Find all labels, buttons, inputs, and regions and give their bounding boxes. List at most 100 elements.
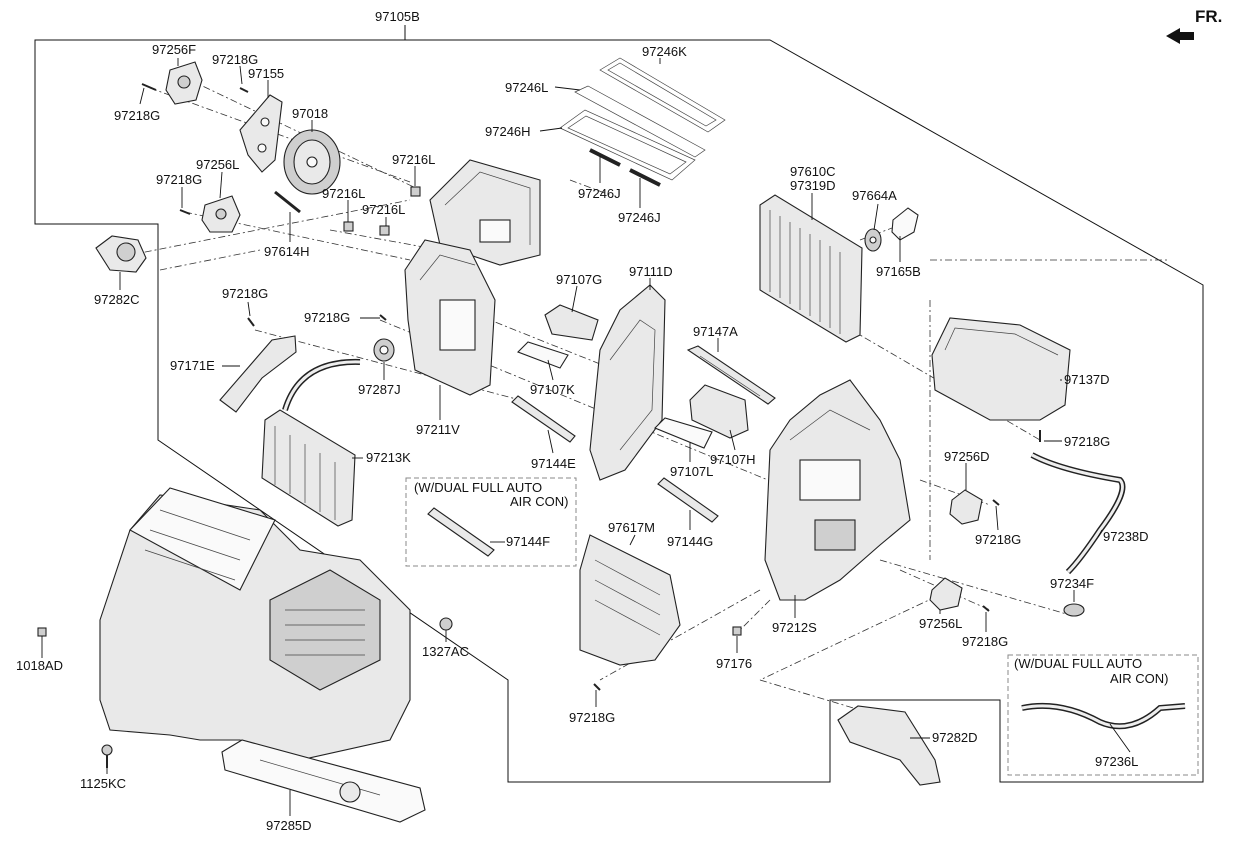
- bracket-97155: [239, 94, 283, 173]
- label-97165B: 97165B: [876, 264, 921, 279]
- label-97171E: 97171E: [170, 358, 215, 373]
- label-97287J: 97287J: [358, 382, 401, 397]
- door-97144G: [657, 477, 719, 523]
- label-97218G-d: 97218G: [222, 286, 268, 301]
- door-97107L: [654, 417, 713, 449]
- case-97212S: [764, 379, 911, 601]
- screw-97218G-c: [179, 209, 191, 215]
- filter-frame-97246H: [559, 109, 696, 181]
- label-97218G-f: 97218G: [1064, 434, 1110, 449]
- label-1125KC: 1125KC: [80, 776, 126, 791]
- label-97238D: 97238D: [1103, 529, 1149, 544]
- label-97211V: 97211V: [416, 422, 460, 437]
- rod-97614H: [274, 190, 301, 214]
- label-97256L-b: 97256L: [919, 616, 962, 631]
- label-97319D: 97319D: [790, 178, 836, 193]
- label-97246L: 97246L: [505, 80, 548, 95]
- screw-97218G-e: [379, 314, 387, 321]
- label-97236L: 97236L: [1095, 754, 1138, 769]
- nut-1327AC: [439, 617, 453, 631]
- filter-frame-97246K: [599, 57, 726, 133]
- label-97137D: 97137D: [1064, 372, 1110, 387]
- bracket-97171E: [219, 335, 297, 413]
- label-1327AC: 1327AC: [422, 644, 469, 659]
- note-dual-auto-1-line1: (W/DUAL FULL AUTO: [414, 480, 542, 495]
- actuator-97256L-b: [929, 577, 963, 611]
- duct-97617M: [579, 534, 681, 666]
- filter-tab-97246J-a: [589, 148, 621, 167]
- label-97246J-b: 97246J: [618, 210, 661, 225]
- screw-97218G-a: [141, 83, 157, 91]
- label-97111D: 97111D: [629, 264, 673, 279]
- door-97144E: [511, 395, 576, 443]
- orientation-label: FR.: [1195, 7, 1222, 26]
- door-97147A: [686, 345, 776, 405]
- door-97107G: [544, 304, 599, 341]
- nut-97216L-a: [410, 186, 421, 197]
- label-97144E: 97144E: [531, 456, 576, 471]
- label-97218G-h: 97218G: [962, 634, 1008, 649]
- label-97107H: 97107H: [710, 452, 756, 467]
- clip-97176: [732, 626, 742, 636]
- cover-97285D: [221, 739, 426, 823]
- door-97107K: [517, 341, 569, 369]
- hose-97236L: [1021, 702, 1186, 730]
- label-97256F: 97256F: [152, 42, 196, 57]
- label-97107K: 97107K: [530, 382, 575, 397]
- actuator-97256F: [165, 61, 203, 105]
- label-1018AD: 1018AD: [16, 658, 63, 673]
- screw-97218G-g: [992, 499, 1000, 506]
- label-97218G-g: 97218G: [975, 532, 1021, 547]
- actuator-97256D: [949, 489, 983, 525]
- label-97216L-b: 97216L: [322, 186, 365, 201]
- filter-frame-97246L: [574, 85, 706, 158]
- label-97218G-i: 97218G: [569, 710, 615, 725]
- case-97211V: [404, 239, 496, 396]
- door-97144F: [427, 507, 495, 557]
- dual-auto-option-box-1: [405, 477, 577, 567]
- label-97147A: 97147A: [693, 324, 738, 339]
- screw-97218G-d: [247, 317, 255, 327]
- note-dual-auto-2-line1: (W/DUAL FULL AUTO: [1014, 656, 1142, 671]
- label-97285D: 97285D: [266, 818, 312, 833]
- front-direction-arrow-icon: [1166, 28, 1194, 44]
- label-97218G-e: 97218G: [304, 310, 350, 325]
- label-97216L-c: 97216L: [362, 202, 405, 217]
- label-97664A: 97664A: [852, 188, 897, 203]
- label-97212S: 97212S: [772, 620, 817, 635]
- label-97105B: 97105B: [375, 9, 420, 24]
- seal-97165B: [891, 207, 919, 241]
- label-97216L-a: 97216L: [392, 152, 435, 167]
- note-dual-auto-2-line2: AIR CON): [1110, 671, 1169, 686]
- grommet-97234F: [1063, 603, 1085, 617]
- fastener-1018AD: [37, 627, 47, 637]
- label-97213K: 97213K: [366, 450, 411, 465]
- bolt-1125KC: [101, 744, 113, 768]
- duct-97282C: [95, 235, 147, 273]
- leader-lines: [41, 58, 1131, 816]
- label-97218G-c: 97218G: [156, 172, 202, 187]
- hvac-assembly-overview: [99, 487, 411, 761]
- label-97246H: 97246H: [485, 124, 531, 139]
- label-97107L: 97107L: [670, 464, 713, 479]
- label-97218G-a: 97218G: [114, 108, 160, 123]
- label-97144F: 97144F: [506, 534, 550, 549]
- label-97218G-b: 97218G: [212, 52, 258, 67]
- note-dual-auto-1-line2: AIR CON): [510, 494, 569, 509]
- screw-97218G-i: [593, 683, 601, 691]
- label-97144G: 97144G: [667, 534, 713, 549]
- case-97111D: [589, 284, 666, 481]
- nut-97216L-b: [343, 221, 354, 232]
- grommet-97287J: [373, 338, 395, 362]
- door-97107H: [689, 384, 749, 439]
- filter-tab-97246J-b: [629, 168, 661, 187]
- actuator-97256L-a: [201, 195, 241, 233]
- label-97610C: 97610C: [790, 164, 836, 179]
- nut-97216L-c: [379, 225, 390, 236]
- grommet-97664A: [864, 228, 882, 252]
- assembly-frame: [34, 25, 1204, 783]
- label-97256L-a: 97256L: [196, 157, 239, 172]
- label-97107G: 97107G: [556, 272, 602, 287]
- duct-97282D: [837, 705, 941, 786]
- screw-97218G-b: [239, 87, 249, 93]
